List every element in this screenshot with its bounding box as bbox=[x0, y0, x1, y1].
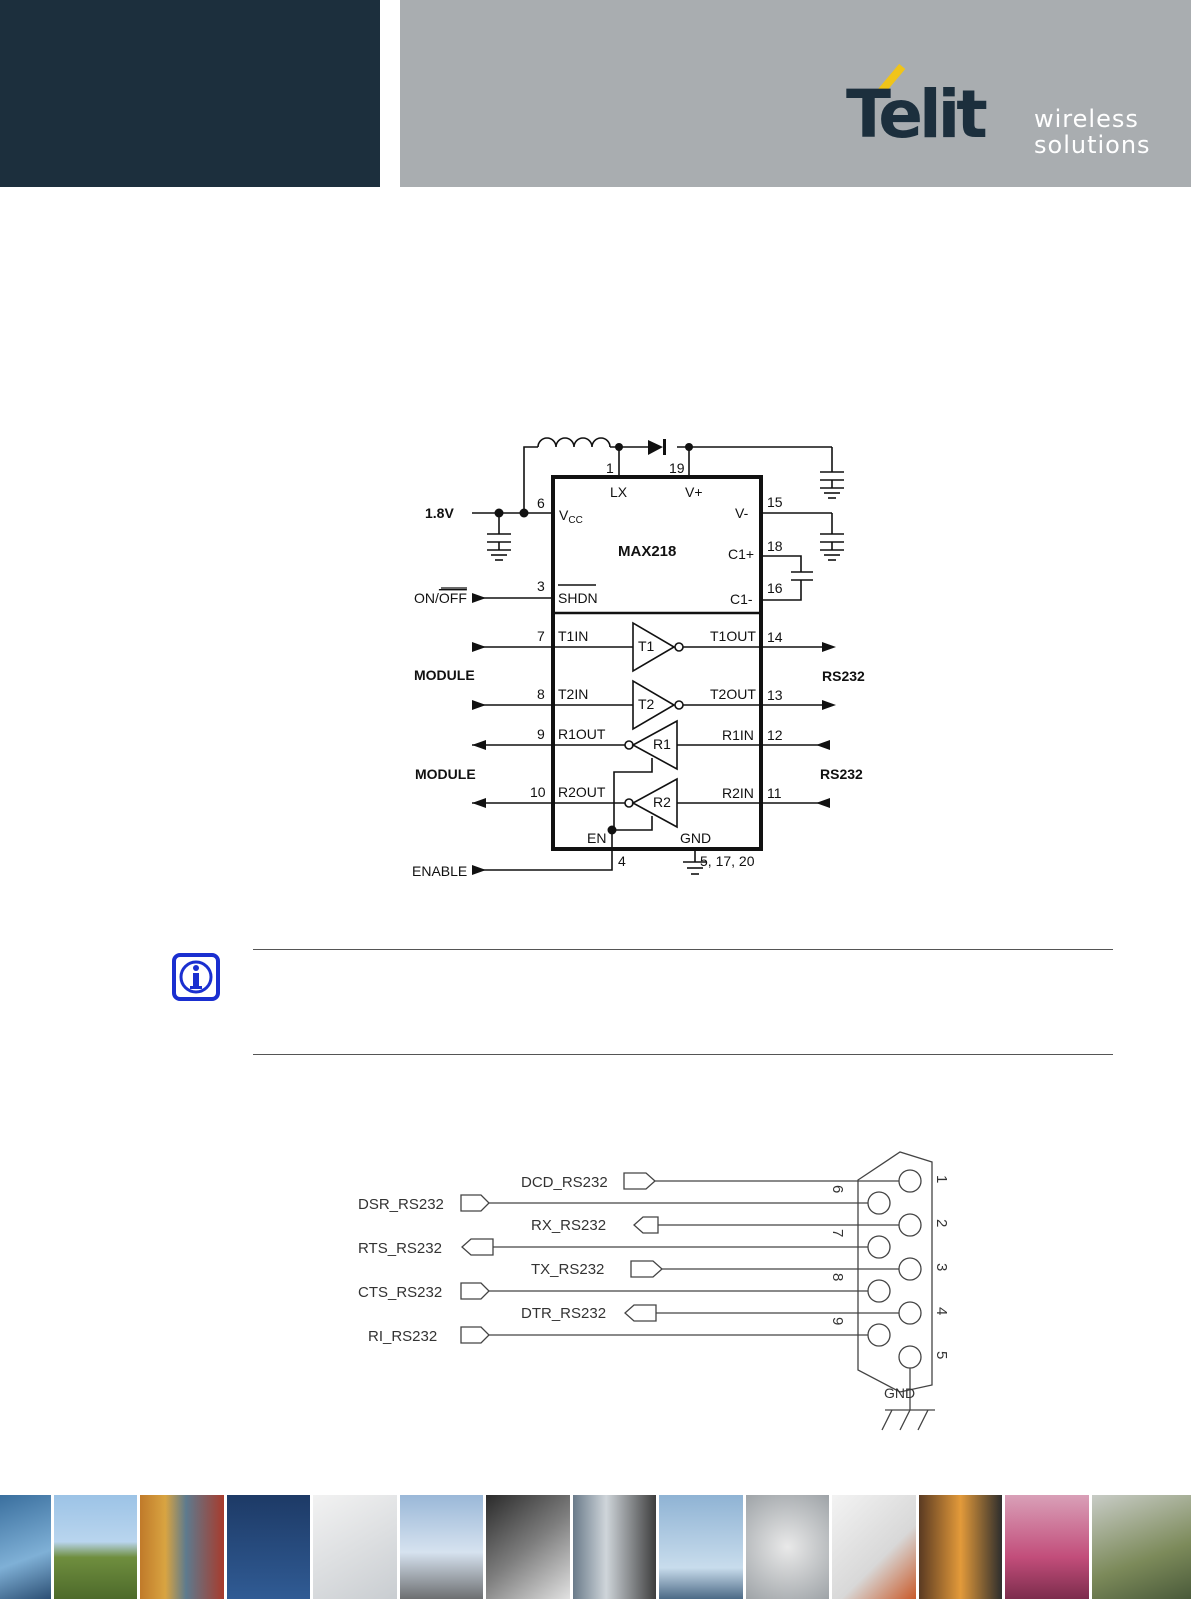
pin-t2in-num: 8 bbox=[537, 686, 545, 702]
pin-4: 4 bbox=[933, 1307, 950, 1315]
footer-photo-9 bbox=[659, 1495, 746, 1599]
block-t2: T2 bbox=[638, 696, 655, 712]
block-t1: T1 bbox=[638, 638, 655, 654]
pin-r1out: R1OUT bbox=[558, 726, 606, 742]
module-label-top: MODULE bbox=[414, 667, 475, 683]
footer-photo-strip bbox=[0, 1495, 1191, 1599]
pin-t1in-num: 7 bbox=[537, 628, 545, 644]
logo-word: Telit bbox=[846, 76, 988, 153]
signal-dcd: DCD_RS232 bbox=[521, 1174, 608, 1191]
rs232-label-top: RS232 bbox=[822, 668, 865, 684]
footer-photo-6 bbox=[399, 1495, 487, 1599]
pin-8: 8 bbox=[829, 1273, 846, 1281]
rs232-label-bottom: RS232 bbox=[820, 766, 863, 782]
max218-chip-body bbox=[551, 475, 763, 851]
telit-logo: Telit wireless solutions bbox=[846, 62, 1156, 162]
pin-r1out-num: 9 bbox=[537, 726, 545, 742]
logo-tagline-2: solutions bbox=[1034, 131, 1151, 159]
pin-9: 9 bbox=[829, 1317, 846, 1325]
pin-c1m: C1- bbox=[730, 591, 753, 607]
enable-label: ENABLE bbox=[412, 863, 467, 879]
footer-photo-12 bbox=[918, 1495, 1006, 1599]
pin-t2out-num: 13 bbox=[767, 687, 783, 703]
pin-lx: LX bbox=[610, 484, 628, 500]
pin-vplus-num: 19 bbox=[669, 460, 685, 476]
pin-c1p: C1+ bbox=[728, 546, 754, 562]
pin-c1p-num: 18 bbox=[767, 538, 783, 554]
footer-photo-14 bbox=[1091, 1495, 1191, 1599]
pin-en-num: 4 bbox=[618, 853, 626, 869]
footer-photo-13 bbox=[1005, 1495, 1092, 1599]
pin-gnd: GND bbox=[680, 830, 711, 846]
block-r1: R1 bbox=[653, 736, 671, 752]
pin-7: 7 bbox=[829, 1229, 846, 1237]
signal-rts: RTS_RS232 bbox=[358, 1240, 442, 1257]
note-bottom-rule bbox=[253, 1054, 1113, 1055]
pin-r2in: R2IN bbox=[722, 785, 754, 801]
pin-2: 2 bbox=[933, 1219, 950, 1227]
pin-r1in: R1IN bbox=[722, 727, 754, 743]
footer-photo-3 bbox=[140, 1495, 227, 1599]
chip-name: MAX218 bbox=[618, 543, 676, 560]
footer-photo-5 bbox=[313, 1495, 400, 1599]
t1-buffer bbox=[632, 621, 676, 673]
footer-photo-4 bbox=[226, 1495, 314, 1599]
db9-shell bbox=[857, 1151, 933, 1393]
pin-c1m-num: 16 bbox=[767, 580, 783, 596]
on-off-label: ON/OFF bbox=[414, 590, 467, 606]
logo-tagline-1: wireless bbox=[1034, 105, 1139, 133]
pin-lx-num: 1 bbox=[606, 460, 614, 476]
footer-photo-1 bbox=[0, 1495, 54, 1599]
footer-photo-10 bbox=[745, 1495, 833, 1599]
footer-photo-7 bbox=[486, 1495, 573, 1599]
signal-ri: RI_RS232 bbox=[368, 1328, 437, 1345]
note-top-rule bbox=[253, 949, 1113, 950]
db9-gnd-label: GND bbox=[884, 1385, 915, 1401]
pin-vcc-num: 6 bbox=[537, 495, 545, 511]
signal-cts: CTS_RS232 bbox=[358, 1284, 442, 1301]
signal-rx: RX_RS232 bbox=[531, 1217, 606, 1234]
pin-t2out: T2OUT bbox=[710, 686, 756, 702]
pin-vminus-num: 15 bbox=[767, 494, 783, 510]
inductor bbox=[537, 437, 611, 448]
block-r2: R2 bbox=[653, 794, 671, 810]
footer-photo-2 bbox=[53, 1495, 141, 1599]
header-dark-panel bbox=[0, 0, 380, 187]
diode bbox=[648, 440, 663, 455]
pin-shdn-num: 3 bbox=[537, 578, 545, 594]
footer-photo-11 bbox=[832, 1495, 919, 1599]
header-grey-panel bbox=[400, 0, 1191, 187]
pin-shdn: SHDN bbox=[558, 590, 598, 606]
info-icon bbox=[172, 953, 220, 1001]
pin-r2in-num: 11 bbox=[767, 785, 782, 801]
pin-vplus: V+ bbox=[685, 484, 703, 500]
pin-6: 6 bbox=[829, 1185, 846, 1193]
pin-gnd-num: 5, 17, 20 bbox=[700, 853, 755, 869]
pin-t1out: T1OUT bbox=[710, 628, 756, 644]
pin-r1in-num: 12 bbox=[767, 727, 783, 743]
pin-r2out-num: 10 bbox=[530, 784, 546, 800]
t2-buffer bbox=[632, 679, 676, 731]
pin-t1out-num: 14 bbox=[767, 629, 783, 645]
logo-tagline: wireless solutions bbox=[1034, 106, 1151, 158]
pin-3: 3 bbox=[933, 1263, 950, 1271]
supply-label: 1.8V bbox=[425, 505, 454, 521]
pin-vminus: V- bbox=[735, 505, 749, 521]
pin-r2out: R2OUT bbox=[558, 784, 606, 800]
pin-1: 1 bbox=[933, 1175, 950, 1183]
pin-5: 5 bbox=[933, 1351, 950, 1359]
signal-dsr: DSR_RS232 bbox=[358, 1196, 444, 1213]
pin-en: EN bbox=[587, 830, 606, 846]
footer-photo-8 bbox=[572, 1495, 660, 1599]
pin-t2in: T2IN bbox=[558, 686, 588, 702]
signal-dtr: DTR_RS232 bbox=[521, 1305, 606, 1322]
pin-vcc: VCC bbox=[559, 507, 583, 526]
signal-tx: TX_RS232 bbox=[531, 1261, 604, 1278]
pin-t1in: T1IN bbox=[558, 628, 588, 644]
module-label-bottom: MODULE bbox=[415, 766, 476, 782]
